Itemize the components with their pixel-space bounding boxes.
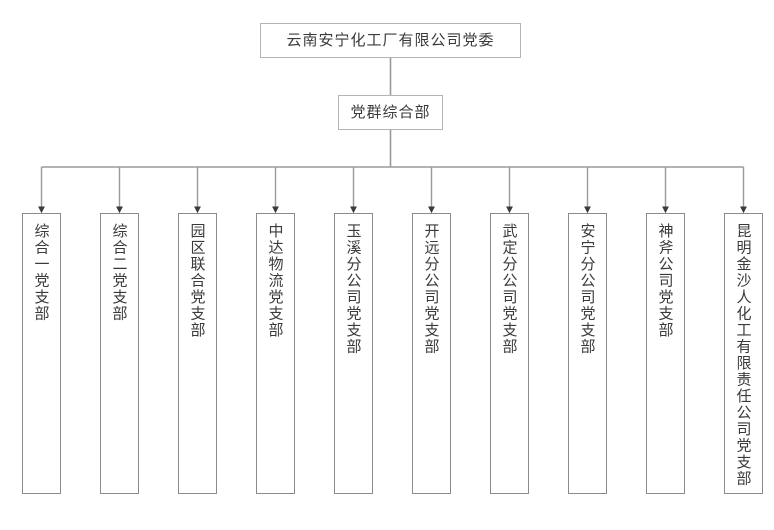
org-node-root-label: 云南安宁化工厂有限公司党委 xyxy=(286,31,495,50)
org-node-branch-4[interactable]: 中达物流党支部 xyxy=(256,213,295,494)
org-node-root[interactable]: 云南安宁化工厂有限公司党委 xyxy=(260,23,521,58)
org-node-branch-2[interactable]: 综合二党支部 xyxy=(100,213,139,494)
org-node-branch-2-label: 综合二党支部 xyxy=(110,223,129,322)
org-node-branch-10[interactable]: 昆明金沙人化工有限责任公司党支部 xyxy=(724,213,763,494)
org-node-branch-9-label: 神斧公司党支部 xyxy=(656,223,675,339)
org-node-branch-7-label: 武定分公司党支部 xyxy=(500,223,519,355)
org-node-department[interactable]: 党群综合部 xyxy=(338,95,443,130)
org-node-branch-8[interactable]: 安宁分公司党支部 xyxy=(568,213,607,494)
org-node-branch-5[interactable]: 玉溪分公司党支部 xyxy=(334,213,373,494)
org-node-branch-5-label: 玉溪分公司党支部 xyxy=(344,223,363,355)
org-node-branch-6[interactable]: 开远分公司党支部 xyxy=(412,213,451,494)
org-node-branch-10-label: 昆明金沙人化工有限责任公司党支部 xyxy=(734,223,753,487)
org-node-branch-8-label: 安宁分公司党支部 xyxy=(578,223,597,355)
org-node-branch-3-label: 园区联合党支部 xyxy=(188,223,207,339)
org-node-branch-6-label: 开远分公司党支部 xyxy=(422,223,441,355)
org-node-branch-1-label: 综合一党支部 xyxy=(32,223,51,322)
org-node-branch-4-label: 中达物流党支部 xyxy=(266,223,285,339)
org-node-department-label: 党群综合部 xyxy=(350,103,431,122)
org-node-branch-7[interactable]: 武定分公司党支部 xyxy=(490,213,529,494)
org-node-branch-1[interactable]: 综合一党支部 xyxy=(22,213,61,494)
org-node-branch-3[interactable]: 园区联合党支部 xyxy=(178,213,217,494)
org-node-branch-9[interactable]: 神斧公司党支部 xyxy=(646,213,685,494)
